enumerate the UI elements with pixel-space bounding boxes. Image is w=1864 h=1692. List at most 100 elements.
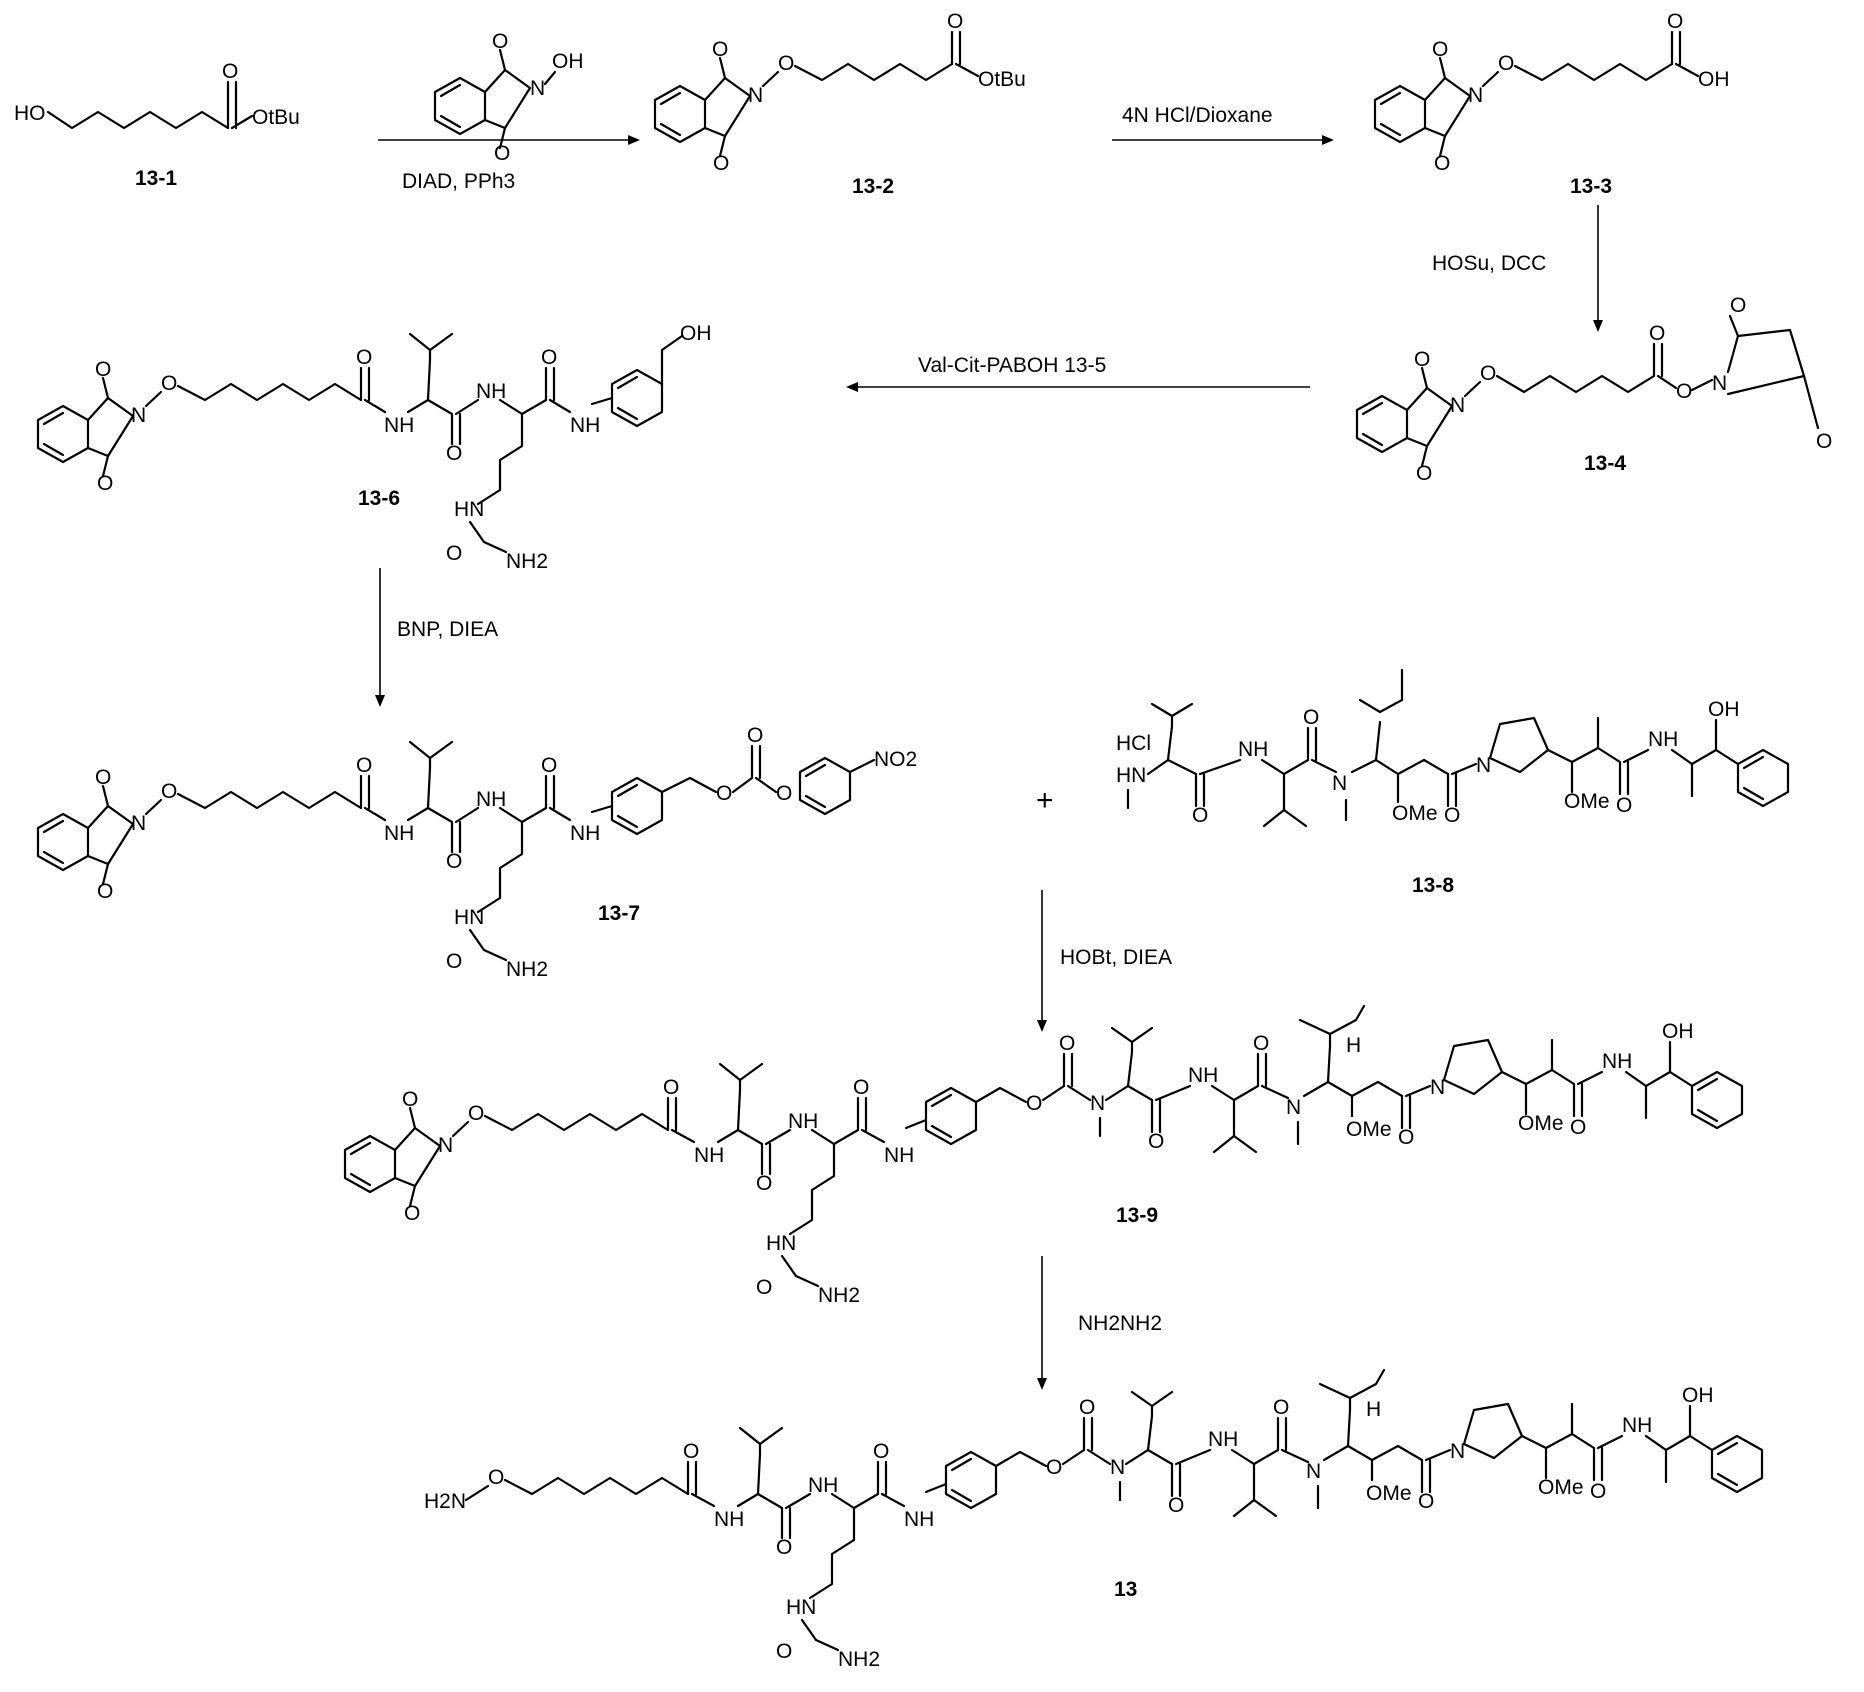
atom-label: NH: [1622, 1414, 1652, 1437]
atom-label: NH: [476, 380, 506, 403]
atom-label: OH: [1708, 698, 1740, 721]
atom-label: O: [1498, 52, 1514, 75]
atom-label: OtBu: [252, 106, 300, 129]
atom-label: O: [541, 346, 557, 369]
atom-label: O: [1192, 804, 1208, 827]
atom-label: O: [776, 1536, 792, 1559]
plus-sign: +: [1036, 784, 1054, 817]
atom-label: N: [748, 84, 763, 107]
atom-label: OH: [1662, 1020, 1694, 1043]
atom-label: NH: [808, 1474, 838, 1497]
compound-13-structure: H2N O O NH O NH O NH O O: [424, 1370, 1762, 1671]
atom-label: O: [492, 30, 508, 53]
atom-label: HN: [454, 498, 484, 521]
atom-label: NH: [384, 822, 414, 845]
compound-label-13-4: 13-4: [1584, 452, 1626, 475]
atom-label: O: [747, 724, 763, 747]
atom-label: O: [1079, 1396, 1095, 1419]
atom-label: N: [1468, 84, 1483, 107]
atom-label: O: [1273, 1396, 1289, 1419]
atom-label: NH: [904, 1508, 934, 1531]
atom-label: O: [683, 1440, 699, 1463]
compound-label-13-8: 13-8: [1412, 874, 1454, 897]
atom-label: O: [446, 950, 462, 973]
atom-label: NH: [1188, 1064, 1218, 1087]
atom-label: OMe: [1346, 1118, 1392, 1141]
atom-label: O: [97, 880, 113, 903]
atom-label: OMe: [1518, 1112, 1564, 1135]
atom-label: OH: [1698, 68, 1730, 91]
atom-label: O: [778, 52, 794, 75]
atom-label: O: [402, 1088, 418, 1111]
reagents-step-4: Val-Cit-PABOH 13-5: [918, 354, 1106, 377]
atom-label: NH: [788, 1110, 818, 1133]
atom-label: NH: [1238, 738, 1268, 761]
compound-13-9-structure: O O N O O NH O NH O NH O: [345, 1006, 1742, 1307]
atom-label: HN: [1116, 764, 1146, 787]
atom-label: N: [131, 404, 146, 427]
compound-13-2-structure: O O N O O OtBu: [655, 10, 1026, 175]
atom-label: N: [1306, 1460, 1321, 1483]
atom-label: H: [1366, 1398, 1381, 1421]
reagents-step-7: NH2NH2: [1078, 1312, 1162, 1335]
atom-label: NH: [884, 1144, 914, 1167]
reagents-step-6: HOBt, DIEA: [1060, 946, 1172, 969]
compound-13-1-structure: HO O OtBu: [14, 60, 300, 129]
atom-label: O: [1432, 38, 1448, 61]
atom-label: O: [95, 358, 111, 381]
atom-label: O: [1480, 362, 1496, 385]
atom-label: NH: [1648, 728, 1678, 751]
atom-label: N: [1450, 394, 1465, 417]
atom-label: N: [1090, 1092, 1105, 1115]
atom-label: OtBu: [978, 68, 1026, 91]
atom-label: OMe: [1564, 790, 1610, 813]
atom-label: N: [1110, 1456, 1125, 1479]
atom-label: N: [1332, 772, 1347, 795]
atom-label: NH: [714, 1508, 744, 1531]
atom-label: N: [1430, 1076, 1445, 1099]
compound-label-13-6: 13-6: [358, 487, 400, 510]
reagents-step-2: 4N HCl/Dioxane: [1122, 104, 1273, 127]
atom-label: O: [494, 142, 510, 165]
reagents-step-3: HOSu, DCC: [1432, 252, 1546, 275]
atom-label: O: [1416, 462, 1432, 485]
atom-label: O: [161, 372, 177, 395]
atom-label: O: [776, 1640, 792, 1663]
atom-label: O: [947, 10, 963, 33]
atom-label: O: [1590, 1480, 1606, 1503]
atom-label: O: [1418, 1490, 1434, 1513]
atom-label: O: [161, 780, 177, 803]
atom-label: O: [756, 1276, 772, 1299]
atom-label: O: [1616, 794, 1632, 817]
atom-label: NH2: [506, 958, 548, 981]
atom-label: OMe: [1366, 1482, 1412, 1505]
compound-label-13-7: 13-7: [598, 902, 640, 925]
atom-label: NH: [694, 1144, 724, 1167]
atom-label: O: [776, 782, 792, 805]
atom-label: O: [1570, 1116, 1586, 1139]
compound-13-7-structure: O O N O O NH O NH O NH O: [38, 724, 917, 981]
atom-label: O: [1667, 10, 1683, 33]
atom-label: N: [1712, 372, 1727, 395]
compound-13-8-structure: HCl HN O NH O N OMe O N: [1116, 670, 1788, 827]
atom-label: HN: [766, 1232, 796, 1255]
atom-label: O: [1046, 1456, 1062, 1479]
atom-label: O: [663, 1076, 679, 1099]
atom-label: N: [438, 1134, 453, 1157]
atom-label: O: [1059, 1032, 1075, 1055]
atom-label: O: [446, 542, 462, 565]
atom-label: O: [1168, 1494, 1184, 1517]
compound-13-6-structure: O O N O O NH O NH O NH OH: [38, 322, 712, 573]
atom-label: O: [1398, 1126, 1414, 1149]
compound-label-13-9: 13-9: [1116, 1204, 1158, 1227]
atom-label: OH: [1682, 1384, 1714, 1407]
atom-label: O: [1676, 380, 1692, 403]
atom-label: NH2: [506, 550, 548, 573]
atom-label: OH: [680, 322, 712, 345]
reagents-step-1: DIAD, PPh3: [402, 170, 515, 193]
atom-label: NH: [1208, 1428, 1238, 1451]
atom-label: HN: [786, 1596, 816, 1619]
atom-label: O: [488, 1466, 504, 1489]
atom-label: O: [1148, 1130, 1164, 1153]
